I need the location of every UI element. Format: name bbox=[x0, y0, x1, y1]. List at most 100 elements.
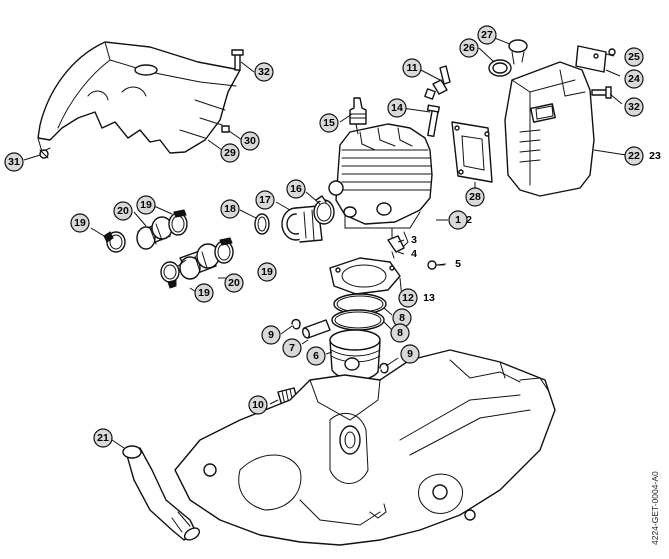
circlip-part-9-left bbox=[291, 318, 301, 330]
svg-text:32: 32 bbox=[258, 66, 270, 78]
svg-text:10: 10 bbox=[252, 399, 264, 411]
nut-part-30 bbox=[221, 125, 230, 133]
callout-18: 18 bbox=[220, 199, 240, 219]
svg-text:11: 11 bbox=[406, 62, 417, 74]
callout-32-muffler-screw: 32 bbox=[624, 97, 644, 117]
callout-29: 29 bbox=[220, 143, 240, 163]
cylinder-part-1 bbox=[328, 123, 433, 251]
callout-24: 24 bbox=[624, 69, 644, 89]
callout-8-upper: 8 bbox=[392, 308, 412, 328]
intake-boot-part-20-upper bbox=[136, 216, 173, 250]
plate-part-24 bbox=[575, 45, 607, 73]
callout-22: 22 bbox=[624, 146, 644, 166]
callout-19-upper-right: 19 bbox=[136, 195, 156, 215]
muffler-part-22 bbox=[504, 61, 595, 197]
hose-part-21 bbox=[122, 445, 201, 541]
svg-text:21: 21 bbox=[97, 432, 109, 444]
svg-text:8: 8 bbox=[399, 312, 405, 324]
label-2: 2 bbox=[466, 214, 472, 226]
screw-part-14 bbox=[426, 104, 440, 138]
clamp-part-19-lower-right bbox=[214, 237, 234, 264]
clip-part-3-4 bbox=[387, 235, 405, 259]
callout-20-upper: 20 bbox=[113, 201, 133, 221]
clamp-part-19-upper-right bbox=[168, 209, 188, 236]
svg-text:15: 15 bbox=[323, 117, 335, 129]
screw-part-32-muffler bbox=[591, 86, 612, 99]
svg-text:4: 4 bbox=[411, 248, 417, 260]
callout-9-left: 9 bbox=[261, 325, 281, 345]
svg-text:9: 9 bbox=[268, 329, 274, 341]
callout-32-shroud-screw: 32 bbox=[254, 62, 274, 82]
callout-17: 17 bbox=[255, 190, 275, 210]
svg-text:29: 29 bbox=[224, 147, 236, 159]
callout-31: 31 bbox=[4, 152, 24, 172]
svg-text:28: 28 bbox=[469, 191, 481, 203]
base-gasket-part-12 bbox=[329, 257, 401, 295]
clamp-part-19-lower-left bbox=[160, 261, 180, 289]
svg-text:5: 5 bbox=[455, 258, 461, 270]
intake-boot-part-20-lower bbox=[179, 243, 220, 280]
callout-26: 26 bbox=[459, 38, 479, 58]
valve-part-11 bbox=[424, 65, 451, 100]
piston-part-6 bbox=[329, 329, 381, 381]
ring-part-26 bbox=[488, 59, 512, 77]
callout-14: 14 bbox=[387, 98, 407, 118]
svg-text:22: 22 bbox=[628, 150, 640, 162]
screw-part-32-shroud bbox=[231, 49, 244, 71]
callout-6: 6 bbox=[306, 346, 326, 366]
callout-21: 21 bbox=[93, 428, 113, 448]
spark-plug-part-15 bbox=[349, 97, 367, 135]
drawing-code: 4224-GET-0004-A0 bbox=[650, 471, 660, 545]
callout-19-upper-left: 19 bbox=[70, 213, 90, 233]
spring-part-27 bbox=[508, 39, 528, 65]
callout-19-lower-left: 19 bbox=[194, 283, 214, 303]
callout-25: 25 bbox=[624, 47, 644, 67]
svg-text:16: 16 bbox=[290, 183, 302, 195]
svg-text:6: 6 bbox=[313, 350, 319, 362]
callout-19-lower-right: 19 bbox=[257, 262, 277, 282]
clamp-part-19-upper-left bbox=[103, 231, 126, 253]
leader-lines bbox=[23, 34, 627, 449]
label-23: 23 bbox=[649, 150, 661, 162]
svg-text:12: 12 bbox=[402, 292, 414, 304]
crankcase bbox=[174, 349, 556, 546]
callout-30: 30 bbox=[240, 131, 260, 151]
callout-16: 16 bbox=[286, 179, 306, 199]
callout-8-lower: 8 bbox=[390, 323, 410, 343]
svg-text:27: 27 bbox=[481, 29, 493, 41]
svg-text:14: 14 bbox=[391, 102, 403, 114]
svg-text:25: 25 bbox=[628, 51, 640, 63]
svg-text:18: 18 bbox=[224, 203, 236, 215]
label-13: 13 bbox=[423, 292, 435, 304]
clamp-part-16 bbox=[313, 195, 335, 225]
callout-12: 12 bbox=[398, 288, 418, 308]
svg-text:1: 1 bbox=[455, 214, 461, 226]
svg-text:20: 20 bbox=[228, 277, 240, 289]
svg-text:31: 31 bbox=[8, 156, 20, 168]
svg-text:9: 9 bbox=[407, 348, 413, 360]
label-5: 5 bbox=[455, 258, 461, 270]
svg-text:19: 19 bbox=[74, 217, 86, 229]
svg-text:19: 19 bbox=[140, 199, 152, 211]
piston-ring-part-8-lower bbox=[331, 309, 385, 331]
svg-text:3: 3 bbox=[411, 234, 417, 246]
svg-text:32: 32 bbox=[628, 101, 640, 113]
svg-text:19: 19 bbox=[261, 266, 273, 278]
callout-10: 10 bbox=[248, 395, 268, 415]
callout-9-right: 9 bbox=[400, 344, 420, 364]
svg-text:19: 19 bbox=[198, 287, 210, 299]
piston-pin-part-7 bbox=[302, 319, 331, 339]
callout-7: 7 bbox=[282, 338, 302, 358]
gasket-part-28 bbox=[451, 121, 493, 183]
callout-15: 15 bbox=[319, 113, 339, 133]
svg-text:23: 23 bbox=[649, 150, 661, 162]
shroud-part-29 bbox=[37, 41, 241, 154]
svg-text:7: 7 bbox=[289, 342, 295, 354]
callout-27: 27 bbox=[477, 25, 497, 45]
svg-text:17: 17 bbox=[259, 194, 271, 206]
svg-text:13: 13 bbox=[423, 292, 435, 304]
ring-part-18 bbox=[254, 213, 270, 235]
svg-text:2: 2 bbox=[466, 214, 472, 226]
label-4: 4 bbox=[411, 248, 417, 260]
svg-text:20: 20 bbox=[117, 205, 129, 217]
